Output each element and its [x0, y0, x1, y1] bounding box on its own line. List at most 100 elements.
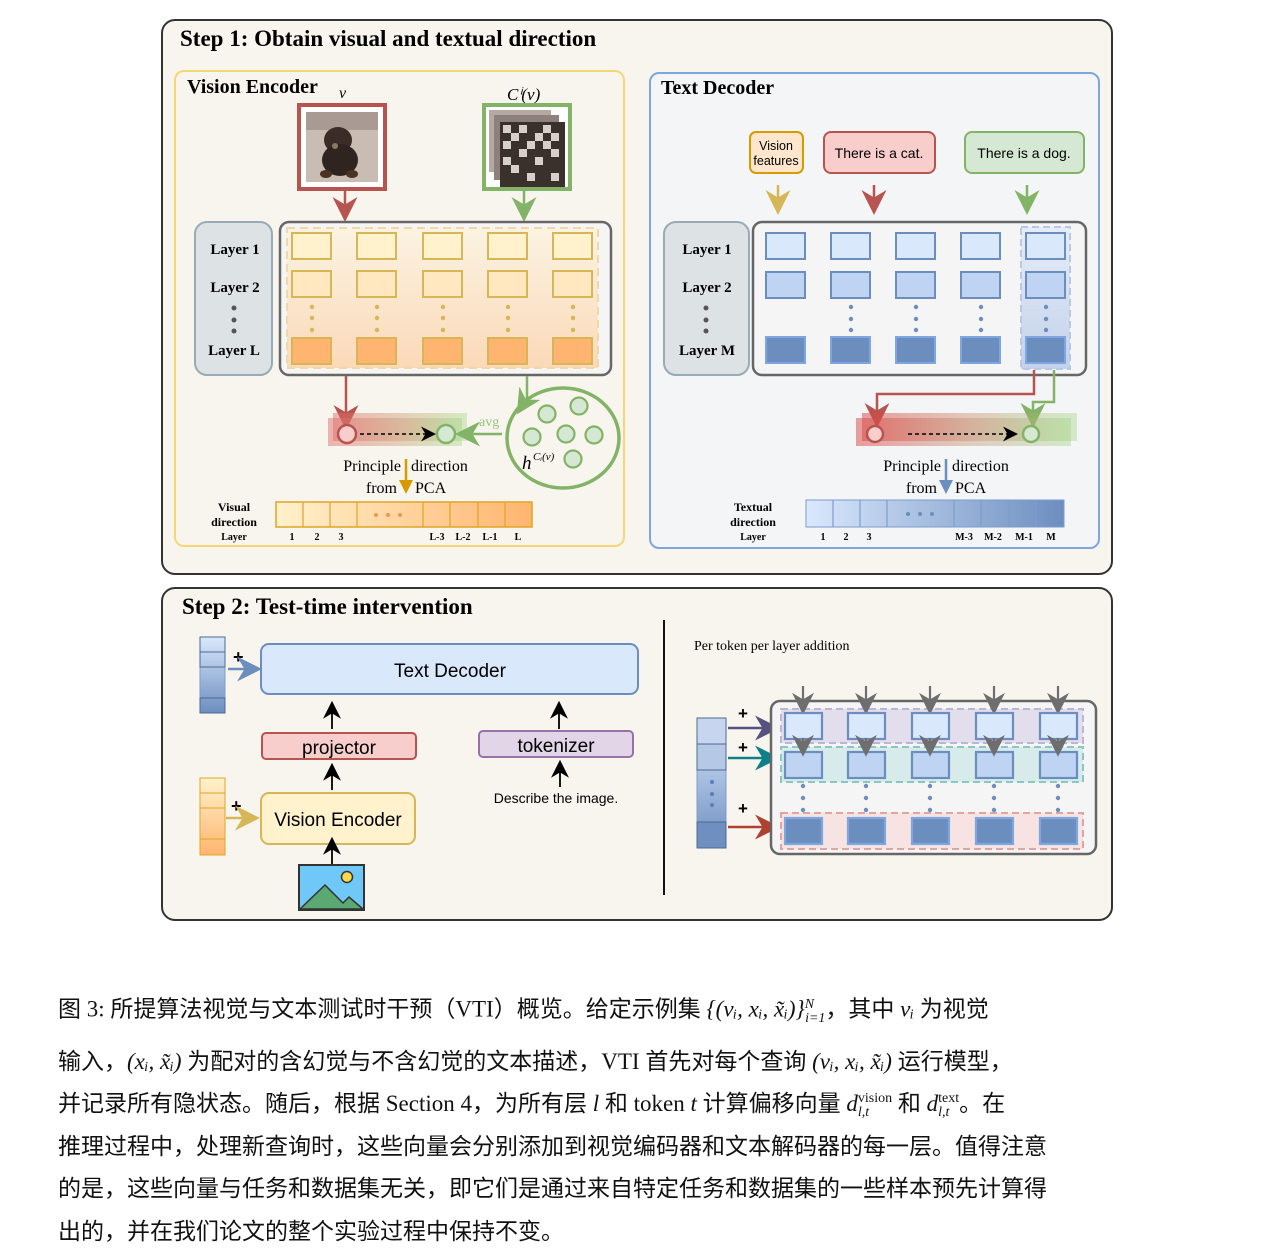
ve-cell — [356, 270, 397, 298]
visual-direction-cells — [302, 502, 506, 527]
ellipsis-dot — [800, 807, 806, 813]
visual-layer-axis-label: Layer — [221, 532, 247, 543]
td-cell — [960, 336, 1001, 364]
caption-line-2: 输入，(xᵢ, x̃ᵢ) 为配对的含幻觉与不含幻觉的文本描述，VTI 首先对每个… — [58, 1041, 1198, 1084]
layer-tick-label: M-1 — [1015, 532, 1033, 543]
ellipsis-dot — [570, 304, 576, 310]
token-cell — [783, 750, 824, 780]
layer-tick-label: M-2 — [984, 532, 1002, 543]
ellipsis-dot — [991, 795, 997, 801]
tokenizer-box — [478, 730, 634, 758]
ellipsis-dot — [1043, 304, 1049, 310]
caption-line-1: 图 3: 所提算法视觉与文本测试时干预（VTI）概览。给定示例集 {(vᵢ, x… — [58, 984, 1198, 1041]
avg-label: avg — [479, 415, 499, 430]
visual-direction-label-2: direction — [211, 515, 257, 529]
dog-image — [297, 103, 387, 191]
ve-layer-1-label: Layer 1 — [210, 242, 259, 258]
td-cell — [895, 336, 936, 364]
caption-text: 和 — [892, 1091, 927, 1117]
caption-text: 计算偏移向量 — [696, 1091, 847, 1117]
td-hallucinated-point — [865, 424, 885, 444]
text-decoder-label: Text Decoder — [394, 661, 507, 682]
step2-title: Step 2: Test-time intervention — [182, 594, 473, 619]
ellipsis-dot — [1055, 807, 1061, 813]
td-layer-labels-box — [663, 221, 750, 376]
text-decoder-box — [260, 643, 639, 695]
ellipsis-dot — [848, 327, 854, 333]
td-layer-1-label: Layer 1 — [682, 242, 731, 258]
ellipsis-dot — [1055, 783, 1061, 789]
token-cell — [1038, 816, 1079, 846]
visual-direction-vector — [275, 501, 533, 528]
ellipsis-dot — [570, 315, 576, 321]
ellipsis-dot — [978, 316, 984, 322]
clean-text-label: There is a dog. — [977, 145, 1070, 161]
vision-encoder-label: Vision Encoder — [274, 810, 402, 831]
ve-cell — [487, 232, 528, 260]
caption-line-6: 出的，并在我们论文的整个实验过程中保持不变。 — [58, 1218, 564, 1244]
layer-tick-label: 3 — [339, 532, 344, 543]
step2-diagram: + Text Decoder projector tokenizer Descr… — [199, 620, 1098, 911]
ve-cell — [422, 232, 463, 260]
td-cell — [830, 232, 871, 260]
textual-direction-vector-small — [199, 636, 226, 714]
ve-layer-labels-box — [194, 221, 273, 376]
token-cell — [974, 816, 1015, 846]
td-pca-direction: direction — [952, 458, 1009, 475]
caption-math-sup: text — [938, 1090, 960, 1106]
figure-caption: 图 3: 所提算法视觉与文本测试时干预（VTI）概览。给定示例集 {(vᵢ, x… — [58, 984, 1198, 1253]
textual-direction-label-2: direction — [730, 515, 776, 529]
ellipsis-dot — [440, 304, 446, 310]
token-cell — [846, 816, 887, 846]
ve-cell — [291, 232, 332, 260]
ve-pca-pca: PCA — [415, 480, 447, 497]
augmented-cluster — [505, 386, 621, 490]
ve-cells — [291, 232, 593, 365]
textual-direction-label-1: Textual — [734, 500, 773, 514]
ellipsis-dot — [927, 783, 933, 789]
layer-tick-label: M — [1046, 532, 1056, 543]
td-cell — [765, 232, 806, 260]
ve-cell — [422, 270, 463, 298]
ellipsis-dot — [374, 327, 380, 333]
token-cell — [1038, 750, 1079, 780]
layer-direction-vector — [696, 717, 727, 849]
step1-title: Step 1: Obtain visual and textual direct… — [180, 26, 597, 51]
caption-math: d — [846, 1091, 858, 1117]
plus-layer-2: + — [738, 738, 748, 757]
ve-cell — [552, 337, 593, 365]
caption-text: 输入， — [58, 1048, 127, 1074]
ellipsis-dot — [978, 327, 984, 333]
ellipsis-dot — [991, 807, 997, 813]
ve-cell — [356, 337, 397, 365]
td-pca-pca: PCA — [955, 480, 987, 497]
corrupted-image-label: Cⁱ(v) — [507, 85, 541, 104]
image-icon — [298, 864, 366, 911]
token-cell — [1038, 711, 1079, 741]
td-cell — [830, 271, 871, 299]
ve-layer-2-label: Layer 2 — [210, 280, 259, 296]
layer-tick-label: M-3 — [955, 532, 973, 543]
td-cell — [830, 336, 871, 364]
caption-math: l — [592, 1091, 600, 1117]
ve-cell — [552, 270, 593, 298]
token-cell — [910, 750, 951, 780]
token-cell — [846, 711, 887, 741]
td-cell — [765, 271, 806, 299]
ellipsis-dot — [927, 795, 933, 801]
caption-text: 为视觉 — [914, 996, 989, 1022]
token-cell — [910, 816, 951, 846]
ve-layer-l-label: Layer L — [208, 343, 260, 359]
ellipsis-dot — [309, 315, 315, 321]
cluster-h-label: h — [522, 453, 532, 474]
ellipsis-dot — [863, 783, 869, 789]
ve-cell — [552, 232, 593, 260]
prompt-text: Describe the image. — [494, 790, 619, 806]
td-cell — [1025, 336, 1066, 364]
projector-label: projector — [302, 738, 377, 759]
td-layer-m-label: Layer M — [679, 343, 735, 359]
token-cell — [783, 711, 824, 741]
ellipsis-dot — [863, 807, 869, 813]
